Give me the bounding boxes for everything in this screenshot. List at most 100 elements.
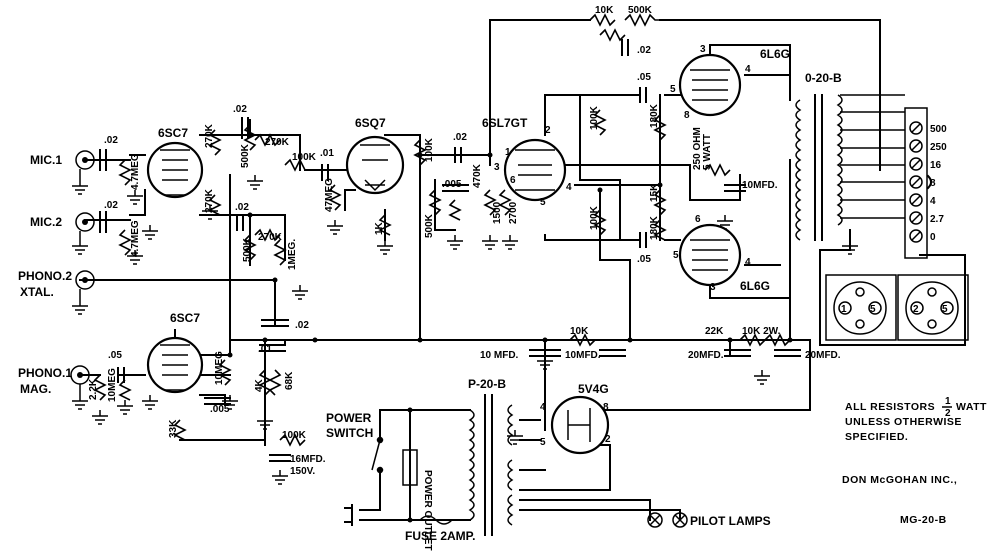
val-r-500k-top: 500K: [628, 5, 653, 16]
pin-3-6l6b: 3: [710, 282, 716, 293]
pin-4-5v4: 4: [540, 402, 546, 413]
tube-6sc7-lower: [146, 336, 204, 394]
note-line1-end: WATT: [956, 401, 987, 413]
tap-250: 250: [930, 142, 947, 153]
pin-6-6l6b: 6: [695, 214, 701, 225]
pin-4-6l6: 4: [745, 64, 751, 75]
val-r-1meg: 1MEG.: [287, 239, 298, 270]
val-c-10mfd-c: 10MFD.: [742, 180, 778, 191]
text-labels: MIC.1 MIC.2 PHONO.2 XTAL. PHONO.1 MAG. 6…: [18, 5, 987, 551]
val-r-250ohm: 250 OHM: [692, 127, 703, 170]
val-c-05-a: .05: [637, 72, 651, 83]
val-c-20mfd-a: 20MFD.: [688, 350, 724, 361]
label-xtal: XTAL.: [20, 285, 54, 299]
val-c-16mfd: 16MFD.: [290, 454, 326, 465]
note-line3: SPECIFIED.: [845, 431, 908, 443]
val-r-500k-c: 500K: [424, 213, 435, 238]
label-xfmr-out: 0-20-B: [805, 71, 842, 85]
val-c-20mfd-b: 20MFD.: [805, 350, 841, 361]
pin-3: 3: [494, 162, 500, 173]
pin-1: 1: [505, 147, 511, 158]
maker-label: DON McGOHAN INC.,: [842, 474, 957, 486]
pin-5: 5: [540, 197, 546, 208]
val-r-10meg-b: 10MEG: [214, 351, 225, 385]
val-r-180k-b: 180K: [649, 215, 660, 240]
output-transformer: [795, 94, 932, 259]
tap-0: 0: [930, 232, 936, 243]
val-c-01-a: .01: [320, 148, 334, 159]
resistors: [93, 13, 791, 447]
val-c-02-a: .02: [104, 135, 118, 146]
val-c-02-top: .02: [637, 45, 651, 56]
label-tube-5v4g: 5V4G: [578, 382, 609, 396]
pin-5-6l6b: 5: [673, 250, 679, 261]
val-c-150v: 150V.: [290, 466, 315, 477]
label-phono2: PHONO.2: [18, 269, 72, 283]
val-c-02-d: .02: [235, 202, 249, 213]
val-r-100k-d: 100K: [589, 205, 600, 230]
val-r-100k-c: 100K: [589, 105, 600, 130]
val-c-02-f: .02: [295, 320, 309, 331]
val-c-10mfd-b: 10MFD.: [565, 350, 601, 361]
tube-6sc7-upper: [146, 141, 204, 199]
pin-5-5v4: 5: [540, 437, 546, 448]
label-tube-6sl7gt: 6SL7GT: [482, 116, 528, 130]
label-xfmr-pwr: P-20-B: [468, 377, 506, 391]
val-r-10meg-a: 10MEG: [107, 368, 118, 402]
power-switch: [371, 436, 384, 474]
svg-text:5: 5: [942, 304, 948, 315]
val-c-05-b: .05: [637, 254, 651, 265]
val-r-10k-top: 10K: [595, 5, 614, 16]
plug: [344, 504, 353, 526]
label-tube-6sc7-upper: 6SC7: [158, 126, 188, 140]
tube-6l6g-lower: [678, 223, 742, 287]
val-r-4k: 4K: [254, 378, 265, 392]
tap-2-7: 2.7: [930, 214, 944, 225]
tube-6l6g-upper: [678, 53, 742, 117]
val-r-15k: 15K: [649, 183, 660, 202]
tube-6sq7: [345, 135, 405, 195]
val-r-22k: 22K: [705, 326, 724, 337]
val-r-2700: 2700: [508, 201, 519, 224]
val-r-1k: 1K: [374, 221, 385, 235]
val-r-2-2k: 2.2K: [88, 378, 99, 400]
label-mic2: MIC.2: [30, 215, 62, 229]
pin-2-5v4: 2: [605, 434, 611, 445]
svg-text:2: 2: [913, 304, 919, 315]
label-pilot-lamps: PILOT LAMPS: [690, 514, 771, 528]
mic2-jack: [75, 212, 95, 240]
note-line1: ALL RESISTORS: [845, 401, 935, 413]
val-c-02-c: .02: [233, 104, 247, 115]
label-mic1: MIC.1: [30, 153, 62, 167]
val-c-02-b: .02: [104, 200, 118, 211]
label-power-outlet: POWER OUTLET: [422, 470, 433, 551]
pin-2: 2: [545, 125, 551, 136]
val-r-500k-a: 500K: [240, 143, 251, 168]
val-r-100k-a: 100K: [292, 152, 317, 163]
note-line2: UNLESS OTHERWISE: [845, 416, 962, 428]
tube-5v4g: [550, 395, 610, 455]
val-c-01-b: .01: [258, 344, 272, 355]
power-transformer: [468, 394, 514, 536]
svg-text:5: 5: [870, 304, 876, 315]
val-r-100k-b: 100K: [424, 137, 435, 162]
fuse: [419, 515, 453, 525]
val-r-5watt: 5 WATT: [702, 134, 713, 170]
val-c-05-mag: .05: [108, 350, 122, 361]
tap-500: 500: [930, 124, 947, 135]
mic1-jack: [75, 150, 95, 180]
val-c-005-b: .005: [210, 404, 230, 415]
val-r-500k-b: 500K: [242, 237, 253, 262]
val-r-47meg-c: 47MEG: [324, 178, 335, 212]
pin-4-6l6b: 4: [745, 257, 751, 268]
label-mag: MAG.: [20, 382, 51, 396]
pin-8-6l6: 8: [684, 110, 690, 121]
power-section: [344, 436, 688, 528]
val-r-270k-b: 270K: [265, 137, 290, 148]
phono2-jack: [75, 270, 95, 300]
capacitors: [99, 39, 801, 462]
label-tube-6l6g-lower: 6L6G: [740, 279, 770, 293]
val-r-1500: 1500: [492, 201, 503, 224]
val-c-02-e: .02: [453, 132, 467, 143]
